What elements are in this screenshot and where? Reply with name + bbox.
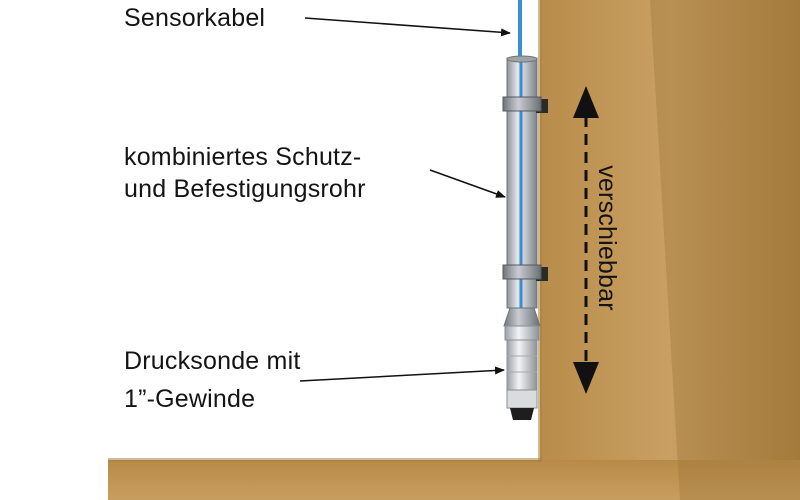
floor-inner-edge <box>108 458 542 462</box>
wall-right-shade <box>650 0 800 500</box>
upper-bracket <box>502 96 548 113</box>
sonde-leader-arrow <box>299 366 505 382</box>
label-probe-line2: 1”-Gewinde <box>124 385 256 413</box>
label-sensorkabel: Sensorkabel <box>124 4 266 32</box>
label-verschiebbar: verschiebbar <box>593 165 621 311</box>
wall <box>108 0 800 500</box>
movable-arrow-down-head <box>573 362 599 394</box>
probe-base <box>506 389 538 409</box>
upper-bracket-clamp <box>502 96 542 112</box>
movable-arrow-up-head <box>573 86 599 118</box>
label-probe-line1: Drucksonde mit <box>124 347 301 375</box>
probe-thread <box>504 325 540 341</box>
wall-inner-edge <box>538 0 542 462</box>
wall-floor <box>108 460 800 500</box>
probe-cone <box>503 307 541 327</box>
pressure-probe <box>503 307 541 420</box>
lower-bracket <box>502 264 548 281</box>
wall-vertical <box>540 0 800 500</box>
movable-arrow <box>573 86 599 394</box>
label-tube-line1: kombiniertes Schutz- <box>124 143 362 171</box>
label-tube-line2: und Befestigungsrohr <box>124 175 366 203</box>
sensorkabel-leader-arrow <box>304 17 511 37</box>
rohr-leader-arrow <box>429 169 506 198</box>
lower-bracket-clamp <box>502 264 542 280</box>
probe-body <box>506 339 538 391</box>
tube-top-rim <box>506 55 538 63</box>
probe-tip <box>510 408 534 420</box>
